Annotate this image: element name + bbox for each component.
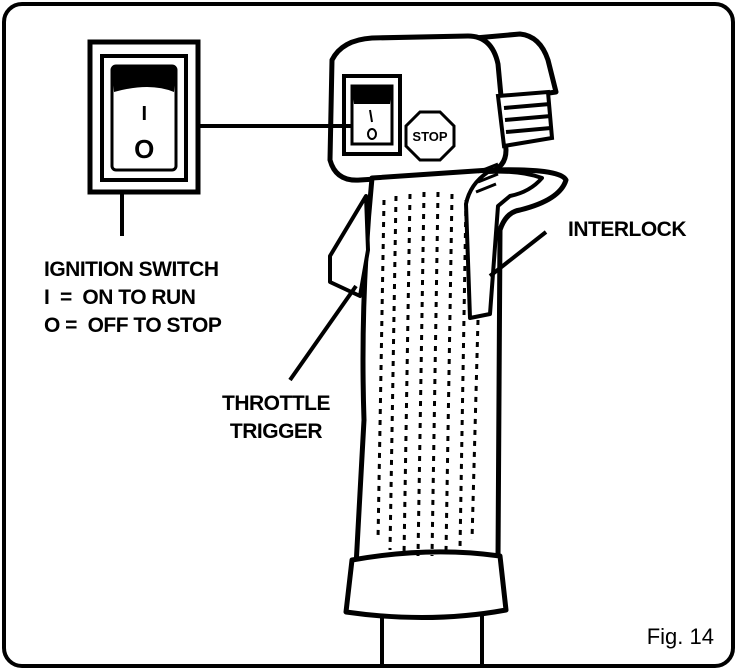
throttle-trigger [328,194,370,298]
throttle-line1: THROTTLE [222,392,330,415]
stop-button: STOP [404,110,456,162]
interlock-housing [495,89,555,149]
grip-dot-column [470,319,480,541]
ignition-label-block: IGNITION SWITCH I = ON TO RUN O = OFF TO… [44,258,222,337]
grip-end-collar [343,549,509,621]
throttle-line2: TRIGGER [230,420,323,443]
ignition-switch-on-handle [342,74,402,156]
handle-shaft [380,612,484,664]
ignition-off-line: O = OFF TO STOP [44,314,222,337]
grip-dot-column [444,193,454,553]
switch-off-mark: O [134,134,154,164]
throttle-leader [288,284,358,382]
grip-dot-column [388,195,398,551]
switch-on-mark: I [141,103,146,125]
ignition-switch-callout: I O [87,39,201,195]
figure-label: Fig. 14 [647,624,714,649]
throttle-label-block: THROTTLE TRIGGER [222,392,331,443]
interlock-leader [488,230,548,278]
grip-body [353,167,569,593]
interlock-ridges [475,162,499,194]
ignition-on-line: I = ON TO RUN [44,286,195,309]
interlock-label: INTERLOCK [568,218,686,241]
grip-dot-column [458,199,468,549]
grip-texture [376,191,480,557]
interlock-lever [464,169,544,320]
grip-dot-column [376,199,386,541]
leader-lines [120,124,548,382]
grip-dot-column [402,193,412,556]
stop-button-label: STOP [412,129,447,144]
ignition-title: IGNITION SWITCH [44,258,219,281]
